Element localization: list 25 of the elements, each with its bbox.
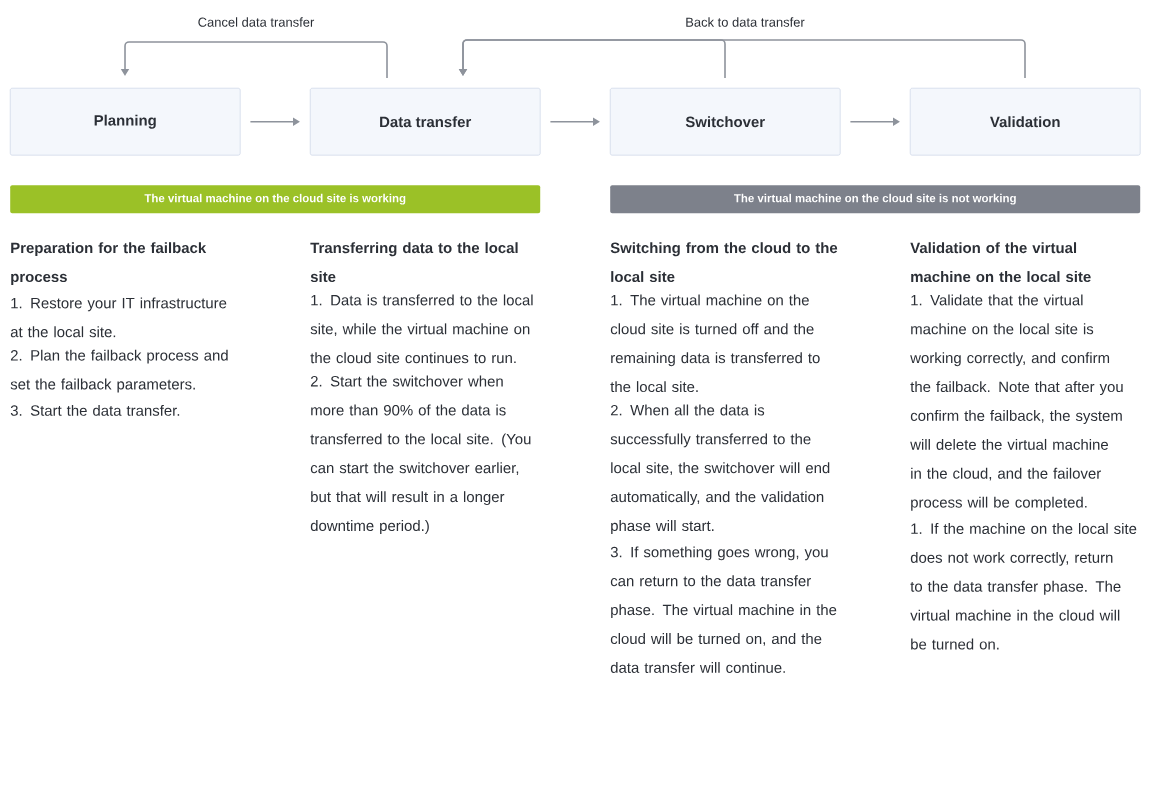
step-text: 1. If the machine on the local site does not work correctly, return to the data transfer phase. The virtual machine in the cloud will be turned on. [910,523,1137,650]
step-text: 1. The virtual machine on the cloud site is turned off and the remaining data is transferred to the local site. [610,294,820,393]
column-heading: Switching from the cloud to the local site [610,242,838,283]
stage-box: Data transfer [310,88,541,156]
arrow [549,117,600,126]
stage-box: Validation [910,88,1141,156]
step-text: 3. If something goes wrong, you can return to the data transfer phase. The virtual machine in the cloud will be turned on, and the data transfer will continue. [610,546,837,673]
stage-box: Planning [10,88,241,156]
step-text: 3. Start the data transfer. [10,404,180,416]
column-heading: Transferring data to the local site [310,242,518,283]
edge-label: Back to data transfer [683,15,807,29]
column-heading: Validation of the virtual machine on the local site [910,242,1091,283]
column-heading: Preparation for the failback process [11,242,207,285]
step-text: 1. Restore your IT infrastructure at the local site. [10,297,227,338]
status-bar: The virtual machine on the cloud site is working [10,185,541,214]
step-text: 2. Start the switchover when more than 90% of the data is transferred to the local site. (You can start the switchover earlier, but that will result in a longer downtime period.) [310,375,531,534]
step-text: 1. Data is transferred to the local site, while the virtual machine on the cloud site continues to run. [310,294,533,364]
step-text: 2. When all the data is successfully transferred to the local site, the switchover will end automatically, and the validation phase will start. [610,404,830,534]
step-text: 1. Validate that the virtual machine on the local site is working correctly, and confirm the failback. Note that after you confirm the failback, the system will delete the virtual machine in the cloud, and the failover process will be completed. [910,294,1123,511]
arrow [849,117,900,126]
stage-box: Switchover [610,88,841,156]
edge-label: Cancel data transfer [195,15,317,29]
step-text: 2. Plan the failback process and set the failback parameters. [10,349,228,393]
status-bar: The virtual machine on the cloud site is not working [610,185,1141,214]
arrow [249,117,300,126]
